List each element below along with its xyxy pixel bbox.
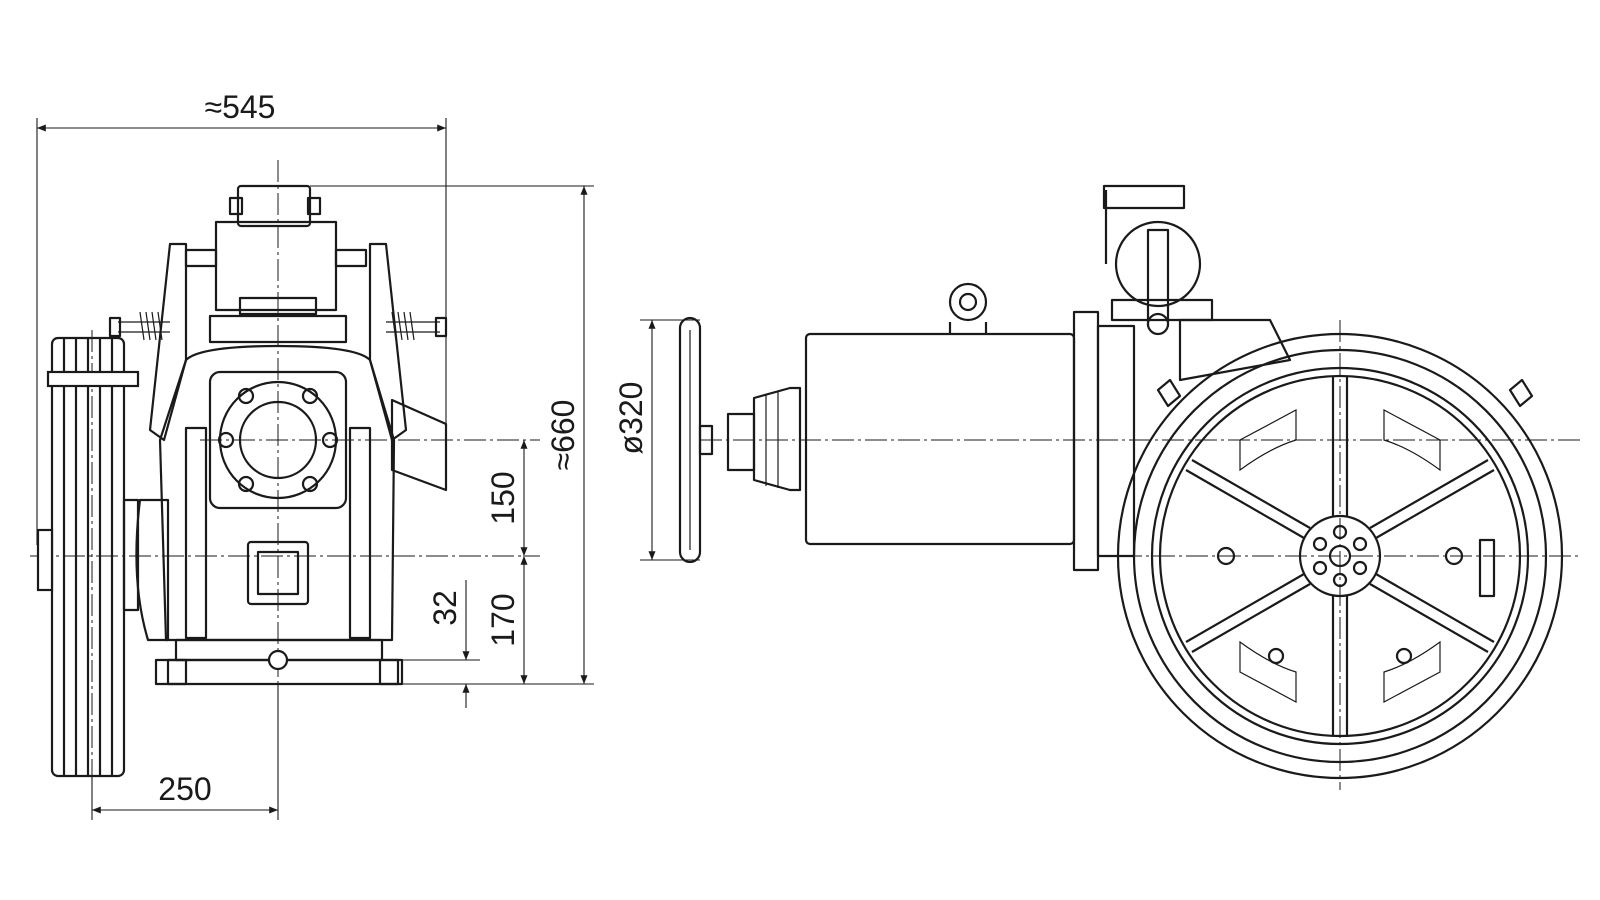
dim-axis-upper: 150 bbox=[485, 471, 521, 524]
front-view: ≈545 ≈660 150 170 32 250 bbox=[30, 89, 594, 820]
dim-axis-lower: 170 bbox=[485, 593, 521, 646]
dim-handwheel-diameter: ø320 bbox=[613, 382, 649, 455]
encoder-cap bbox=[726, 386, 802, 492]
dim-sheave-offset: 250 bbox=[158, 771, 211, 807]
side-brake bbox=[1102, 184, 1292, 382]
base-plate bbox=[154, 638, 404, 686]
traction-sheave bbox=[36, 336, 140, 778]
dim-overall-height: ≈660 bbox=[545, 400, 581, 471]
side-view bbox=[726, 184, 1580, 790]
handwheel-view: ø320 bbox=[613, 316, 1580, 564]
dim-base-thickness: 32 bbox=[427, 590, 463, 626]
dim-overall-width: ≈545 bbox=[205, 89, 276, 125]
motor-body bbox=[804, 282, 1136, 572]
brake-magnet bbox=[214, 184, 338, 316]
gearbox-housing bbox=[135, 344, 448, 642]
